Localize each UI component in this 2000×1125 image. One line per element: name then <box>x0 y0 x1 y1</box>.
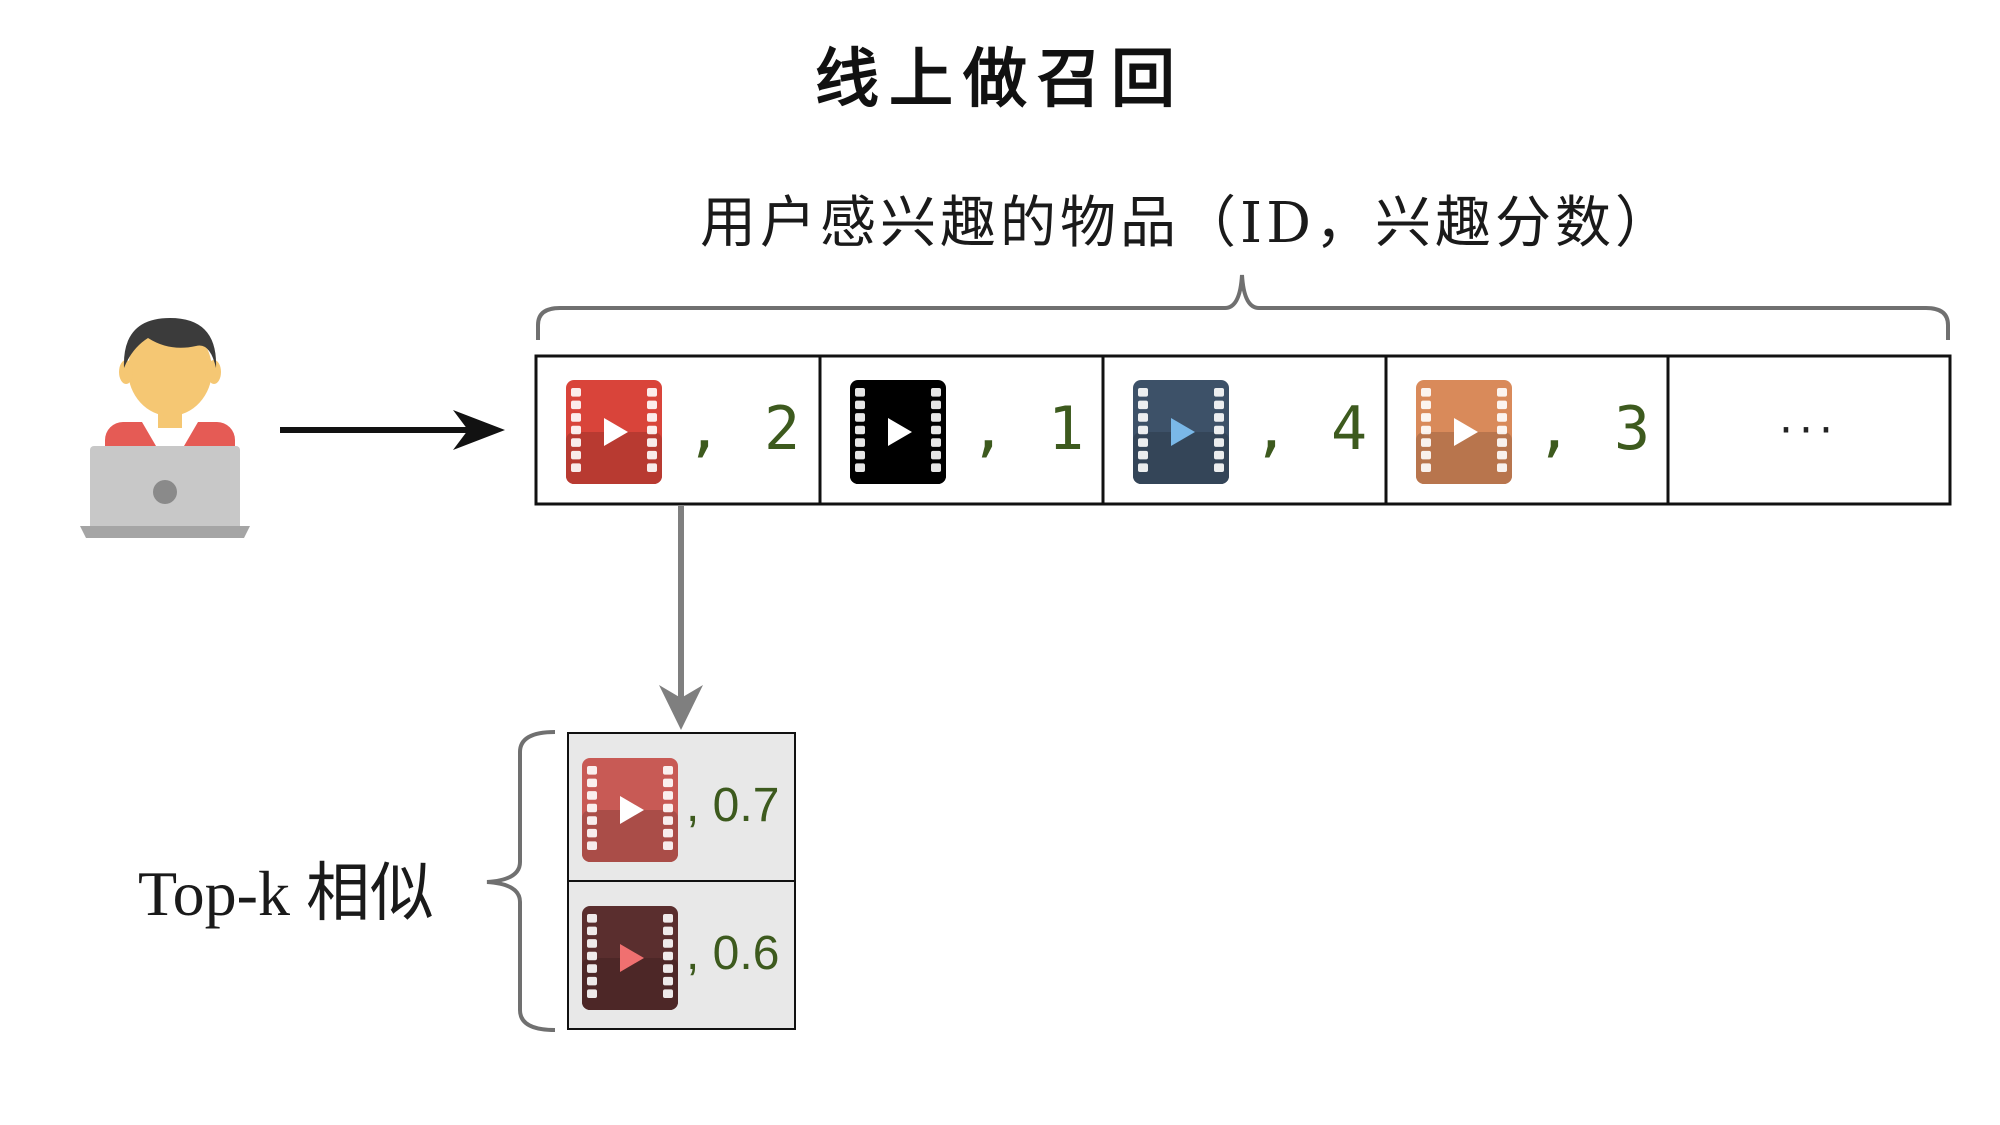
film-icon-orange <box>1416 380 1512 484</box>
top-brace <box>536 274 1950 340</box>
user-with-laptop-icon <box>80 318 250 538</box>
interest-sep: , <box>1536 394 1573 464</box>
similar-score: , 0.7 <box>686 779 780 832</box>
topk-similar-label: Top-k 相似 <box>138 858 434 929</box>
interest-item-cell: , 3 <box>1386 356 1668 504</box>
film-icon-rose <box>582 758 678 862</box>
interest-score: 1 <box>1048 394 1085 464</box>
more-items-ellipsis: ··· <box>1779 404 1839 456</box>
retrieve-similar-arrow <box>659 506 703 730</box>
interest-item-cell: , 2 <box>536 356 820 504</box>
film-icon-black <box>850 380 946 484</box>
film-icon-red <box>566 380 662 484</box>
diagram-title: 线上做召回 <box>815 43 1185 117</box>
interest-score: 3 <box>1614 394 1651 464</box>
film-icon-slate <box>1133 380 1229 484</box>
interest-item-cell: , 1 <box>820 356 1103 504</box>
user-to-list-arrow <box>280 410 505 450</box>
interest-list-box <box>534 354 1952 506</box>
interest-sep: , <box>1253 394 1290 464</box>
interest-sep: , <box>686 394 723 464</box>
topk-brace <box>486 730 556 1032</box>
interest-items-caption: 用户感兴趣的物品（ID，兴趣分数） <box>700 191 1676 256</box>
interest-score: 2 <box>764 394 801 464</box>
interest-item-cell: , 4 <box>1103 356 1386 504</box>
interest-score: 4 <box>1331 394 1368 464</box>
film-icon-maroon <box>582 906 678 1010</box>
interest-more-cell: ··· <box>1668 356 1950 504</box>
interest-sep: , <box>970 394 1007 464</box>
similar-score: , 0.6 <box>686 927 780 980</box>
